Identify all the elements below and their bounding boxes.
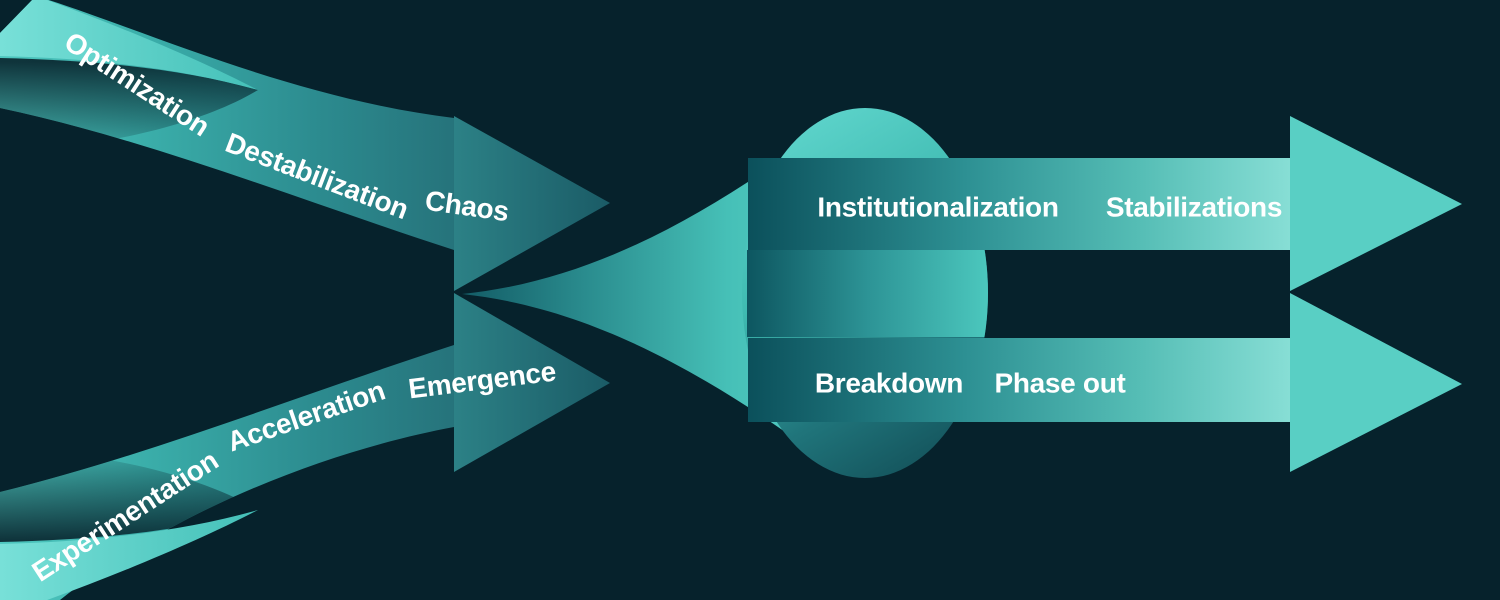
label-stabilizations: Stabilizations	[1106, 192, 1282, 223]
ribbon-bottom-body	[0, 345, 454, 600]
left-arrow-bottom-icon	[454, 293, 610, 472]
label-institutionalization: Institutionalization	[817, 192, 1058, 223]
label-breakdown: Breakdown	[815, 368, 963, 399]
outgoing-bottom-band	[748, 338, 1290, 422]
middle-band	[747, 250, 988, 337]
left-arrow-top-icon	[454, 116, 610, 291]
right-arrow-top-icon	[1290, 116, 1462, 291]
right-arrow-bottom-icon	[1290, 293, 1462, 472]
label-phase-out: Phase out	[994, 368, 1125, 399]
ribbon-bottom-fold-face	[0, 510, 258, 600]
outgoing-top-band	[748, 158, 1290, 250]
ribbon-top-fold-face	[0, 0, 258, 90]
